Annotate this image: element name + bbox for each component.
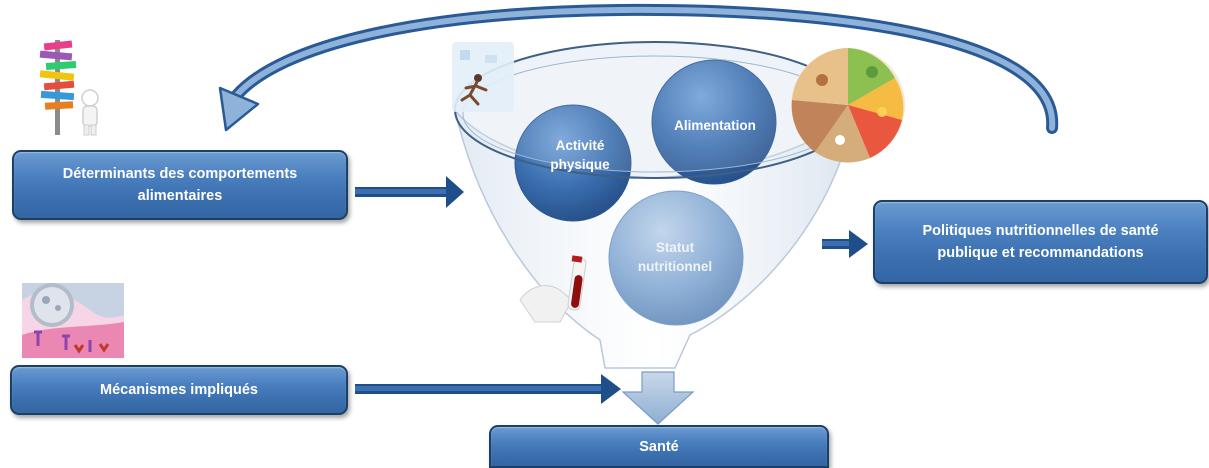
box-mecanismes: Mécanismes impliqués	[10, 365, 348, 415]
label-statut-nutritionnel: Statut nutritionnel	[637, 240, 713, 274]
box-determinants: Déterminants des comportements alimentai…	[12, 150, 348, 220]
cell-mechanism-illustration	[22, 283, 124, 358]
circle-activite	[514, 104, 632, 222]
food-plate-illustration	[791, 48, 905, 163]
arrow-to-politiques	[822, 230, 868, 258]
box-politiques: Politiques nutritionnelles de santé publ…	[873, 200, 1208, 284]
circle-statut	[608, 190, 744, 326]
feedback-arc-arrow	[218, 3, 1059, 134]
blood-sample-illustration	[519, 255, 587, 323]
circle-alimentation	[651, 59, 777, 185]
box-politiques-label: Politiques nutritionnelles de santé publ…	[922, 223, 1159, 261]
label-activite-physique: Activité physique	[550, 138, 610, 172]
box-sante-label: Santé	[639, 438, 679, 455]
arrow-down-to-sante	[621, 371, 695, 425]
runner-illustration	[452, 42, 514, 112]
box-sante: Santé	[489, 425, 829, 468]
box-determinants-label: Déterminants des comportements alimentai…	[62, 166, 298, 204]
arrow-mecanismes-to-sante	[355, 374, 621, 404]
label-alimentation: Alimentation	[674, 118, 756, 133]
arrow-determinants-to-funnel	[355, 176, 464, 208]
signpost-illustration	[39, 40, 99, 136]
box-mecanismes-label: Mécanismes impliqués	[100, 382, 258, 398]
